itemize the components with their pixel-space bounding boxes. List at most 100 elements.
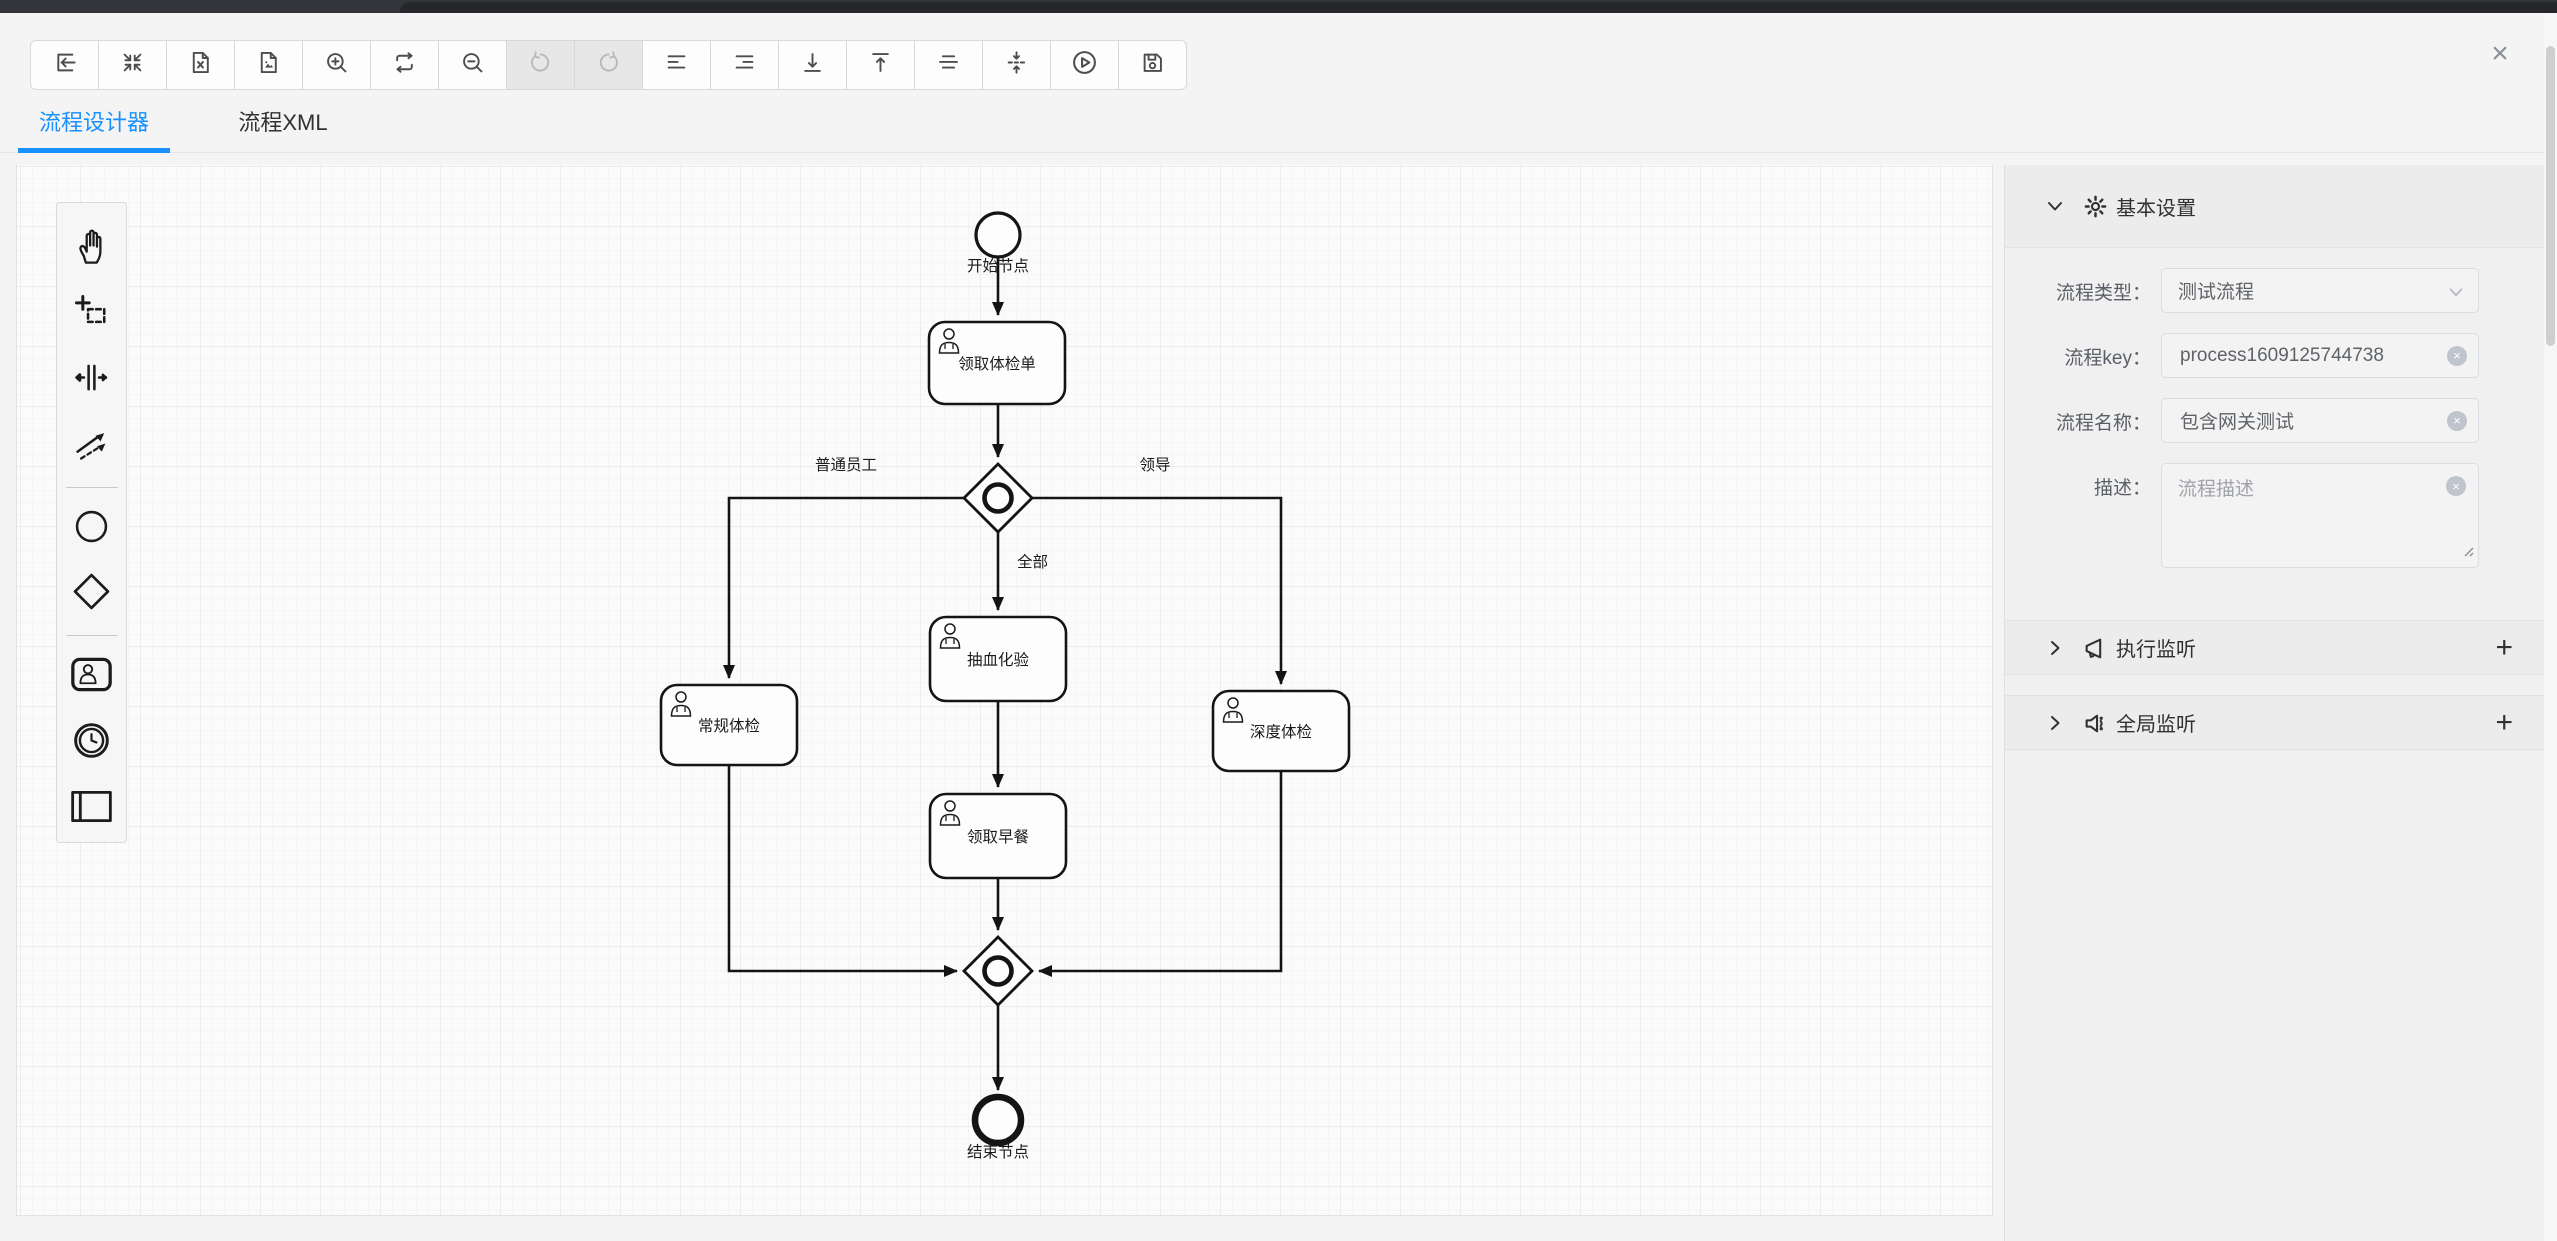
reset-zoom-button[interactable]: [370, 40, 439, 90]
save-icon: [1139, 49, 1166, 81]
create-gateway-icon: [72, 572, 111, 616]
palette-divider: [65, 635, 118, 637]
simulate-button[interactable]: [1050, 40, 1119, 90]
download-xml-button[interactable]: [166, 40, 235, 90]
align-middle-icon: [1003, 49, 1030, 81]
download-image-button[interactable]: [234, 40, 303, 90]
tab-xml[interactable]: 流程XML: [238, 110, 328, 135]
flow-edge[interactable]: 全部: [992, 532, 1048, 611]
chevron-right-icon[interactable]: [2045, 713, 2065, 733]
align-center-button[interactable]: [914, 40, 983, 90]
align-right-button[interactable]: [710, 40, 779, 90]
flow-node-end-event[interactable]: 结束节点: [967, 1093, 1029, 1161]
process-type-select[interactable]: 测试流程: [2161, 268, 2479, 313]
scrollbar-thumb[interactable]: [2546, 46, 2555, 346]
clear-icon[interactable]: ×: [2446, 476, 2466, 496]
tab-designer[interactable]: 流程设计器: [38, 110, 149, 135]
zoom-in-button[interactable]: [302, 40, 371, 90]
reset-zoom-icon: [391, 49, 418, 81]
flow-edge[interactable]: 领导: [1032, 456, 1287, 685]
flow-node-start-event[interactable]: 开始节点: [967, 211, 1029, 275]
flow-node-gateway-join[interactable]: [962, 935, 1034, 1007]
flow-node-task-deep-checkup[interactable]: 深度体检: [1211, 689, 1351, 773]
flow-node-task-get-breakfast[interactable]: 领取早餐: [928, 792, 1068, 880]
align-left-button[interactable]: [642, 40, 711, 90]
undo-button[interactable]: [506, 40, 575, 90]
zoom-in-icon: [323, 49, 350, 81]
align-middle-button[interactable]: [982, 40, 1051, 90]
flow-node-label: 常规体检: [698, 717, 760, 735]
create-intermediate-event-icon: [72, 721, 111, 765]
flow-edge-label: 领导: [1139, 456, 1170, 474]
clear-icon[interactable]: ×: [2447, 345, 2467, 366]
flow-edge[interactable]: [727, 765, 958, 977]
create-intermediate-event-entry[interactable]: [66, 717, 118, 769]
space-tool-entry[interactable]: [66, 354, 118, 406]
flow-node-label: 抽血化验: [967, 651, 1030, 669]
flow-node-task-get-checkup-form[interactable]: 领取体检单: [927, 320, 1067, 406]
speaker-icon: [2083, 711, 2107, 735]
chevron-down-icon[interactable]: [2045, 196, 2065, 216]
process-name-input[interactable]: [2178, 408, 2462, 433]
page-scrollbar: [2544, 13, 2557, 1241]
lasso-tool-entry[interactable]: [66, 288, 118, 340]
zoom-out-button[interactable]: [438, 40, 507, 90]
exit-icon: [51, 49, 78, 81]
hand-tool-icon: [73, 225, 110, 271]
description-textarea[interactable]: 流程描述 ×: [2161, 463, 2479, 568]
flow-node-label: 深度体检: [1250, 723, 1312, 741]
create-user-task-entry[interactable]: [66, 651, 118, 703]
flow-node-task-regular-checkup[interactable]: 常规体检: [659, 683, 799, 767]
section-header-execution-listener[interactable]: 执行监听 +: [2005, 620, 2545, 675]
compress-button[interactable]: [98, 40, 167, 90]
global-connect-entry[interactable]: [66, 420, 118, 472]
process-key-input[interactable]: [2178, 343, 2462, 368]
tab-bar: 流程设计器 流程XML: [0, 90, 2557, 153]
section-header-global-listener[interactable]: 全局监听+: [2005, 695, 2545, 750]
create-gateway-entry[interactable]: [66, 568, 118, 620]
add-listener-button[interactable]: +: [2495, 630, 2513, 664]
bpmn-canvas[interactable]: 普通员工 领导全部 开始节点领取体检单常规体检 抽血化验深度体检领取早餐结束节点: [16, 165, 1993, 1216]
section-title: 执行监听: [2116, 639, 2196, 661]
field-row: 流程类型：测试流程: [2005, 268, 2545, 313]
align-bottom-button[interactable]: [778, 40, 847, 90]
global-connect-icon: [73, 425, 110, 467]
flow-edge[interactable]: [1038, 771, 1283, 977]
undo-icon: [527, 49, 554, 81]
download-xml-icon: [187, 49, 214, 81]
save-button[interactable]: [1118, 40, 1187, 90]
add-listener-button[interactable]: +: [2495, 705, 2513, 739]
section-header-basic-settings[interactable]: 基本设置: [2005, 165, 2545, 248]
properties-panel: 基本设置流程类型：测试流程流程key：×流程名称：×描述：流程描述×执行监听+全…: [2004, 165, 2545, 1241]
create-start-event-entry[interactable]: [66, 503, 118, 555]
align-center-icon: [935, 49, 962, 81]
exit-button[interactable]: [30, 40, 99, 90]
hand-tool-entry[interactable]: [66, 222, 118, 274]
flow-node-gateway-split[interactable]: [962, 462, 1034, 534]
field-label: 描述：: [2093, 478, 2151, 499]
chevron-right-icon[interactable]: [2045, 638, 2065, 658]
flow-node-task-blood-test[interactable]: 抽血化验: [928, 615, 1068, 703]
create-user-task-icon: [70, 657, 113, 697]
gear-icon: [2083, 194, 2107, 218]
megaphone-icon: [2083, 636, 2107, 660]
textarea-value: 流程描述: [2178, 479, 2255, 500]
redo-button[interactable]: [574, 40, 643, 90]
palette-divider: [65, 486, 118, 488]
lasso-tool-icon: [73, 293, 110, 335]
flow-edge[interactable]: 普通员工: [723, 456, 964, 679]
element-palette: [56, 202, 127, 843]
active-tab-underline: [18, 148, 170, 153]
field-row: 描述： 流程描述 ×: [2005, 463, 2545, 568]
flow-edge-label: 普通员工: [815, 456, 877, 474]
field-row: 流程key：×: [2005, 333, 2545, 378]
resize-grip-icon[interactable]: [2461, 542, 2475, 564]
align-top-button[interactable]: [846, 40, 915, 90]
clear-icon[interactable]: ×: [2447, 410, 2467, 431]
user-icon: [670, 691, 692, 717]
user-icon: [939, 623, 961, 649]
create-pool-entry[interactable]: [66, 783, 118, 835]
close-icon[interactable]: ×: [2491, 37, 2509, 70]
space-tool-icon: [73, 359, 110, 401]
